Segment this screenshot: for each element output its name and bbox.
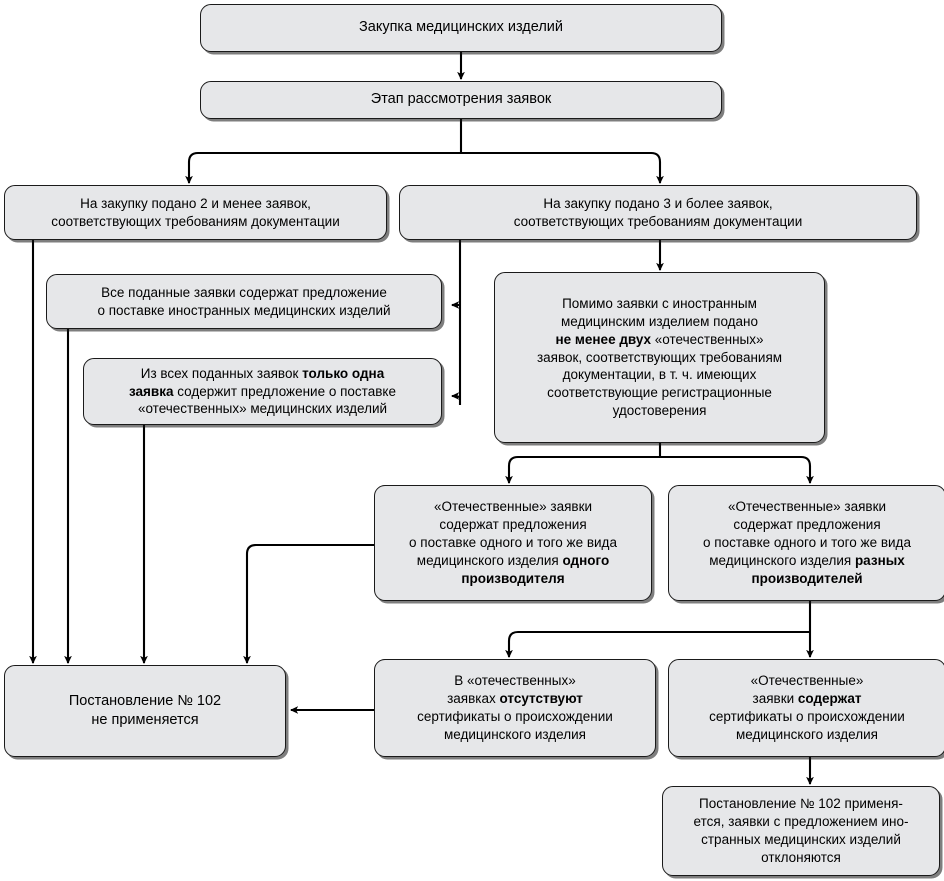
node-review-stage-label: Этап рассмотрения заявок [370, 91, 552, 108]
edge-three-or-more-to-only-one [450, 392, 462, 400]
node-purchase[interactable]: Закупка медицинских изделий [200, 4, 722, 52]
node-bids-two-or-less-label: На закупку подано 2 и менее заявок, соот… [51, 195, 340, 229]
edge-different-to-no-cert [505, 630, 810, 659]
node-resolution-not-applied-label: Постановление № 102 не применяется [68, 692, 222, 728]
edge-review-to-two-or-less [185, 151, 461, 185]
node-all-foreign-label: Все поданные заявки содержат предложение… [97, 284, 391, 318]
edge-at-least-two-to-same [505, 455, 660, 485]
node-resolution-not-applied[interactable]: Постановление № 102 не применяется [4, 665, 286, 757]
edge-same-manufacturer-to-not-applied [243, 543, 374, 665]
node-bids-three-or-more[interactable]: На закупку подано 3 и более заявок, соот… [399, 185, 917, 240]
node-review-stage[interactable]: Этап рассмотрения заявок [200, 81, 722, 119]
node-all-foreign[interactable]: Все поданные заявки содержат предложение… [46, 274, 442, 329]
node-resolution-applied-label: Постановление № 102 применя- ется, заявк… [693, 796, 909, 865]
edge-review-to-three-or-more [461, 151, 664, 185]
node-bids-three-or-more-label: На закупку подано 3 и более заявок, соот… [513, 195, 803, 229]
node-resolution-applied[interactable]: Постановление № 102 применя- ется, заявк… [662, 786, 940, 876]
node-bids-two-or-less[interactable]: На закупку подано 2 и менее заявок, соот… [4, 185, 387, 240]
edge-at-least-two-to-different [660, 455, 814, 485]
node-purchase-label: Закупка медицинских изделий [359, 19, 563, 36]
